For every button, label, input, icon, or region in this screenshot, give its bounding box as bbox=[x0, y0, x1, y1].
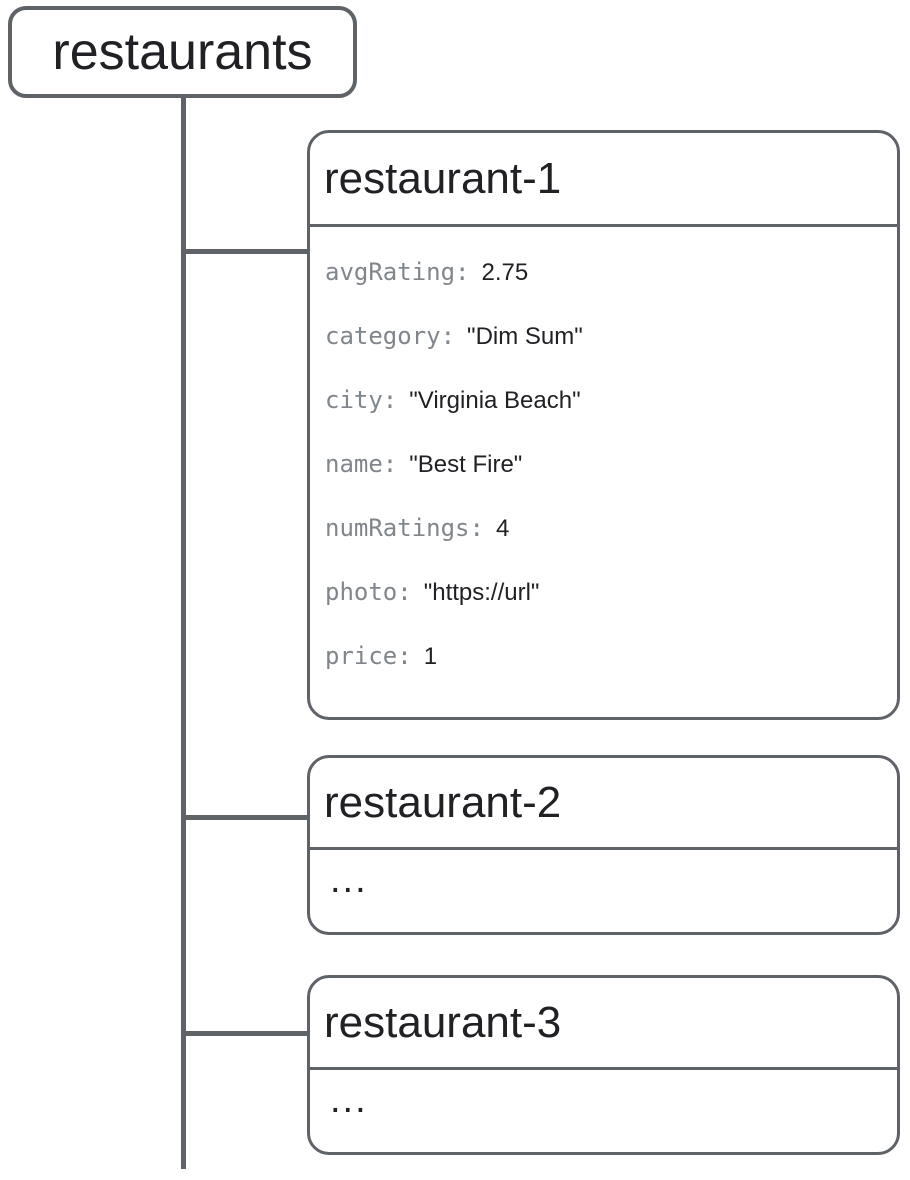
field-row: category: "Dim Sum" bbox=[325, 321, 882, 351]
truncation-ellipsis: ... bbox=[330, 859, 368, 901]
document-title: restaurant-1 bbox=[310, 133, 897, 227]
document-node-restaurant-3: restaurant-3 ... bbox=[307, 975, 900, 1155]
document-fields: avgRating: 2.75 category: "Dim Sum" city: "… bbox=[310, 227, 897, 671]
document-title-label: restaurant-2 bbox=[324, 777, 562, 827]
document-title-label: restaurant-1 bbox=[324, 153, 562, 203]
field-value: 2.75 bbox=[481, 259, 529, 286]
document-title: restaurant-2 bbox=[310, 758, 897, 850]
document-title: restaurant-3 bbox=[310, 978, 897, 1070]
field-row: name: "Best Fire" bbox=[325, 449, 882, 479]
field-key: name: bbox=[325, 450, 398, 478]
tree-branch-line-1 bbox=[183, 249, 310, 254]
field-value: 1 bbox=[423, 643, 438, 670]
collection-label: restaurants bbox=[52, 23, 313, 81]
collection-node-restaurants: restaurants bbox=[8, 6, 357, 98]
field-row: city: "Virginia Beach" bbox=[325, 385, 882, 415]
field-value: 4 bbox=[495, 515, 510, 542]
tree-branch-line-3 bbox=[183, 1031, 310, 1036]
field-row: price: 1 bbox=[325, 641, 882, 671]
field-key: price: bbox=[325, 642, 412, 670]
field-value: "Best Fire" bbox=[409, 451, 523, 478]
field-key: city: bbox=[325, 386, 398, 414]
field-key: category: bbox=[325, 322, 456, 350]
truncation-ellipsis: ... bbox=[330, 1079, 368, 1121]
document-node-restaurant-1: restaurant-1 avgRating: 2.75 category: "Di… bbox=[307, 130, 900, 720]
field-key: numRatings: bbox=[325, 514, 484, 542]
field-row: numRatings: 4 bbox=[325, 513, 882, 543]
field-key: avgRating: bbox=[325, 258, 470, 286]
document-node-restaurant-2: restaurant-2 ... bbox=[307, 755, 900, 935]
document-title-label: restaurant-3 bbox=[324, 997, 562, 1047]
tree-trunk-line bbox=[181, 98, 186, 1169]
field-row: photo: "https://url" bbox=[325, 577, 882, 607]
field-value: "Virginia Beach" bbox=[409, 387, 581, 414]
field-key: photo: bbox=[325, 578, 412, 606]
field-value: "Dim Sum" bbox=[467, 323, 583, 350]
field-row: avgRating: 2.75 bbox=[325, 257, 882, 287]
tree-branch-line-2 bbox=[183, 815, 310, 820]
field-value: "https://url" bbox=[423, 579, 540, 606]
